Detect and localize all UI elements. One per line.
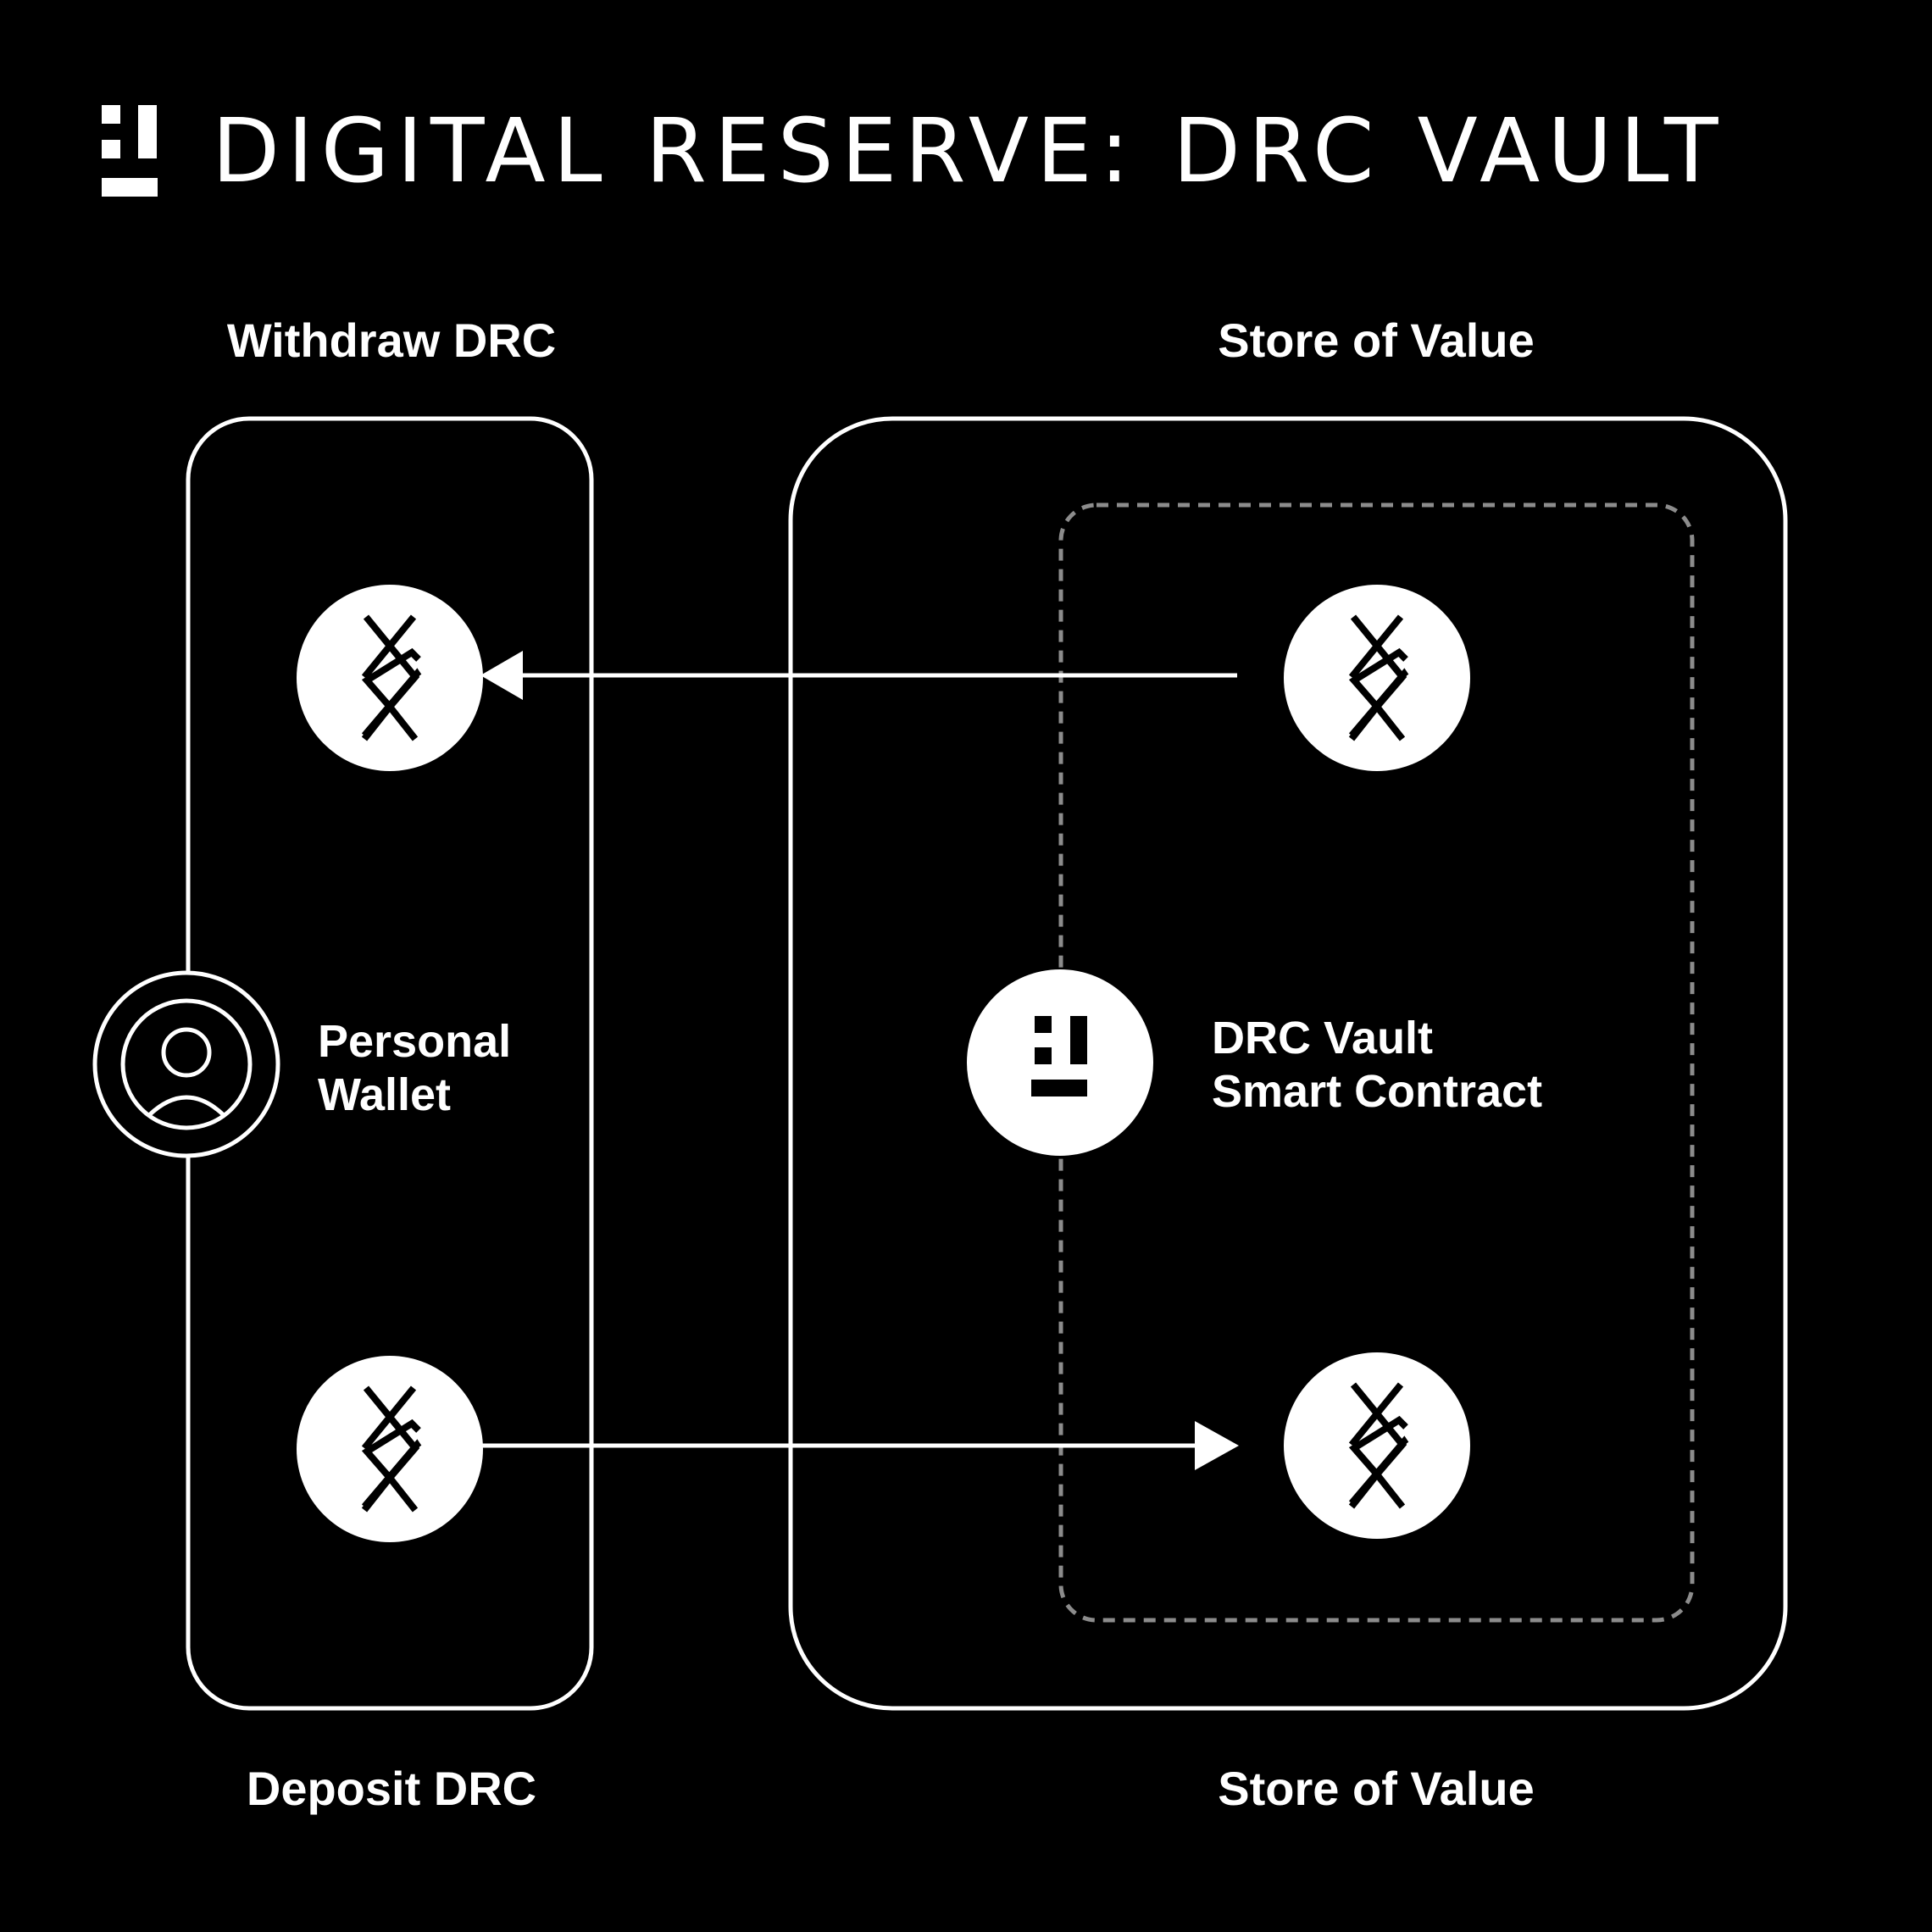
personal-wallet-label-line1: Personal [318,1016,511,1067]
store-of-value-bottom-label: Store of Value [1218,1762,1534,1815]
vault-contract-icon [967,969,1153,1156]
withdraw-label: Withdraw DRC [227,314,556,367]
withdraw-arrow [480,651,1237,700]
page-title: DIGITAL RESERVE: DRC VAULT [212,99,1726,203]
header-logo [102,105,158,197]
vault-label-line2: Smart Contract [1212,1066,1542,1117]
deposit-label: Deposit DRC [247,1762,536,1815]
vault-container [788,416,1788,1711]
drc-token-icon [297,1356,483,1542]
store-of-value-top-label: Store of Value [1218,314,1534,367]
drc-token-icon [1284,585,1470,771]
personal-wallet-label-line2: Wallet [318,1069,451,1120]
drc-token-icon [297,585,483,771]
user-icon [92,970,280,1158]
header: DIGITAL RESERVE: DRC VAULT [102,99,1726,203]
drc-token-icon [1284,1352,1470,1539]
vault-label-line1: DRC Vault [1212,1013,1433,1063]
deposit-arrow [475,1421,1239,1470]
